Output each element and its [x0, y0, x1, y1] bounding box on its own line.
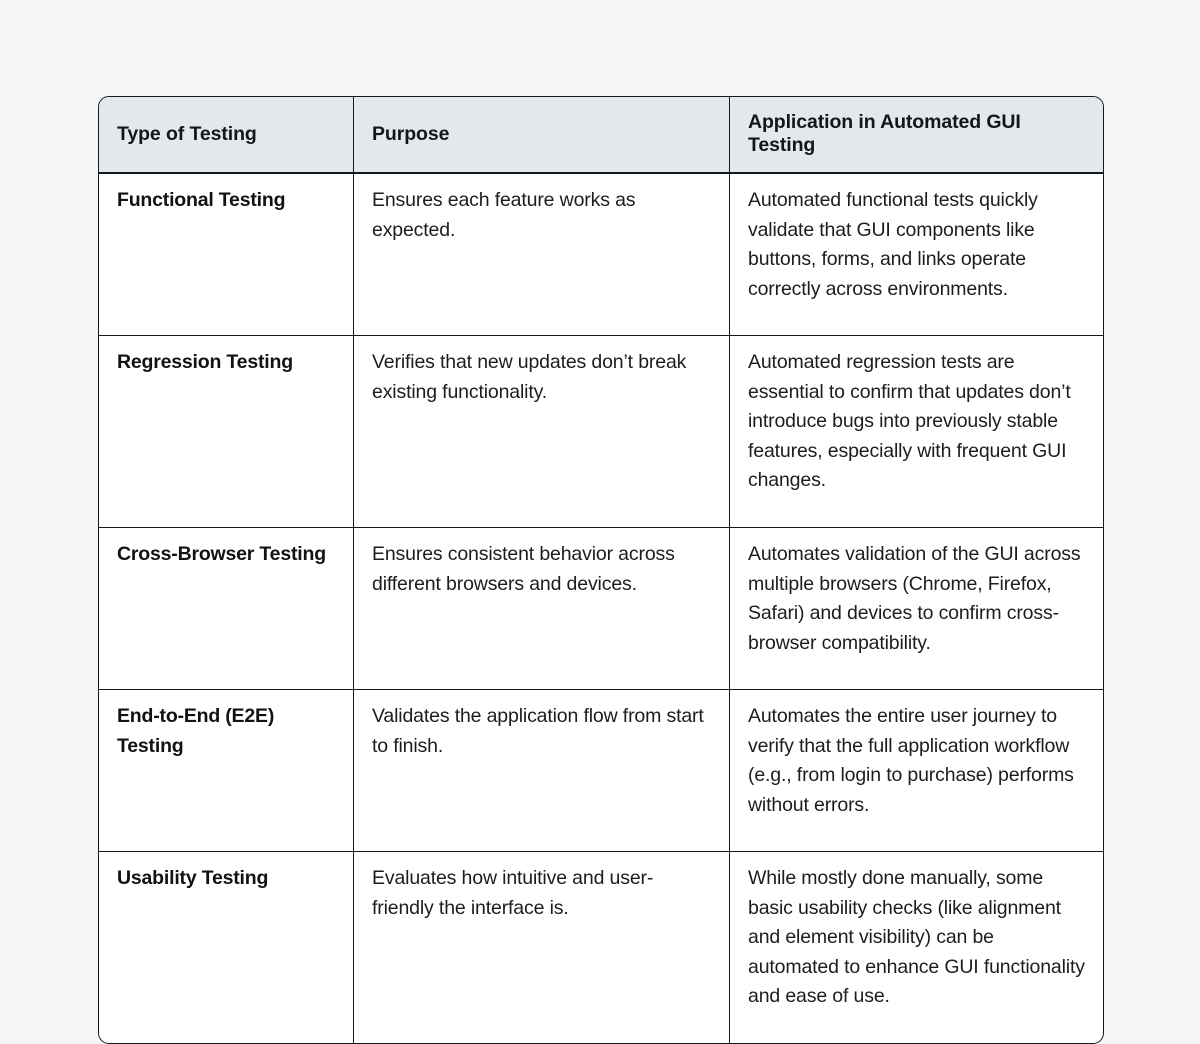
table-header: Type of Testing Purpose Application in A… — [99, 97, 1103, 174]
column-header-type-of-testing: Type of Testing — [99, 97, 353, 174]
table-row: Cross-Browser Testing Ensures consistent… — [99, 528, 1103, 690]
table-row: Regression Testing Verifies that new upd… — [99, 336, 1103, 528]
cell-application: While mostly done manually, some basic u… — [729, 852, 1103, 1043]
cell-application: Automates validation of the GUI across m… — [729, 528, 1103, 690]
cell-type-of-testing: Cross-Browser Testing — [99, 528, 353, 690]
table-header-row: Type of Testing Purpose Application in A… — [99, 97, 1103, 174]
table-row: End-to-End (E2E) Testing Validates the a… — [99, 690, 1103, 852]
testing-types-table: Type of Testing Purpose Application in A… — [98, 96, 1104, 1044]
column-header-purpose: Purpose — [353, 97, 729, 174]
cell-type-of-testing: Functional Testing — [99, 174, 353, 336]
cell-purpose: Verifies that new updates don’t break ex… — [353, 336, 729, 528]
cell-application: Automated regression tests are essential… — [729, 336, 1103, 528]
column-header-application: Application in Automated GUI Testing — [729, 97, 1103, 174]
cell-type-of-testing: End-to-End (E2E) Testing — [99, 690, 353, 852]
table-row: Usability Testing Evaluates how intuitiv… — [99, 852, 1103, 1043]
cell-type-of-testing: Regression Testing — [99, 336, 353, 528]
cell-purpose: Validates the application flow from star… — [353, 690, 729, 852]
table-body: Functional Testing Ensures each feature … — [99, 174, 1103, 1043]
table-row: Functional Testing Ensures each feature … — [99, 174, 1103, 336]
cell-purpose: Ensures each feature works as expected. — [353, 174, 729, 336]
cell-type-of-testing: Usability Testing — [117, 867, 269, 889]
cell-application: Automates the entire user journey to ver… — [729, 690, 1103, 852]
cell-purpose: Evaluates how intuitive and user-friendl… — [353, 852, 729, 1043]
comparison-table-container: Type of Testing Purpose Application in A… — [98, 96, 1104, 1044]
cell-application: Automated functional tests quickly valid… — [729, 174, 1103, 336]
cell-purpose: Ensures consistent behavior across diffe… — [353, 528, 729, 690]
